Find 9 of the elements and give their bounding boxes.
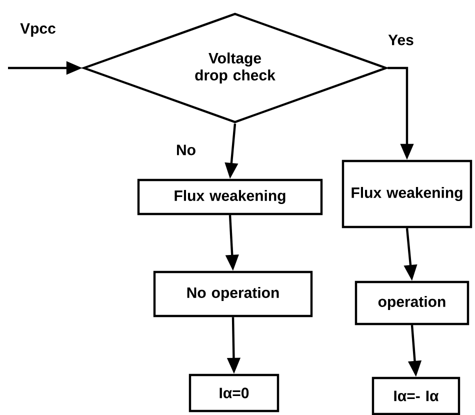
edge-label: Yes xyxy=(388,34,414,46)
edge-label: Vpcc xyxy=(20,23,56,37)
process-box: Flux weakening xyxy=(137,178,323,216)
process-box: Iα=- Iα xyxy=(372,376,460,415)
process-box: operation xyxy=(354,280,470,326)
process-box: No operation xyxy=(153,270,313,318)
process-box: Flux weakening xyxy=(342,160,472,228)
edge-label: No xyxy=(177,144,196,156)
process-box: Iα=0 xyxy=(188,374,280,412)
